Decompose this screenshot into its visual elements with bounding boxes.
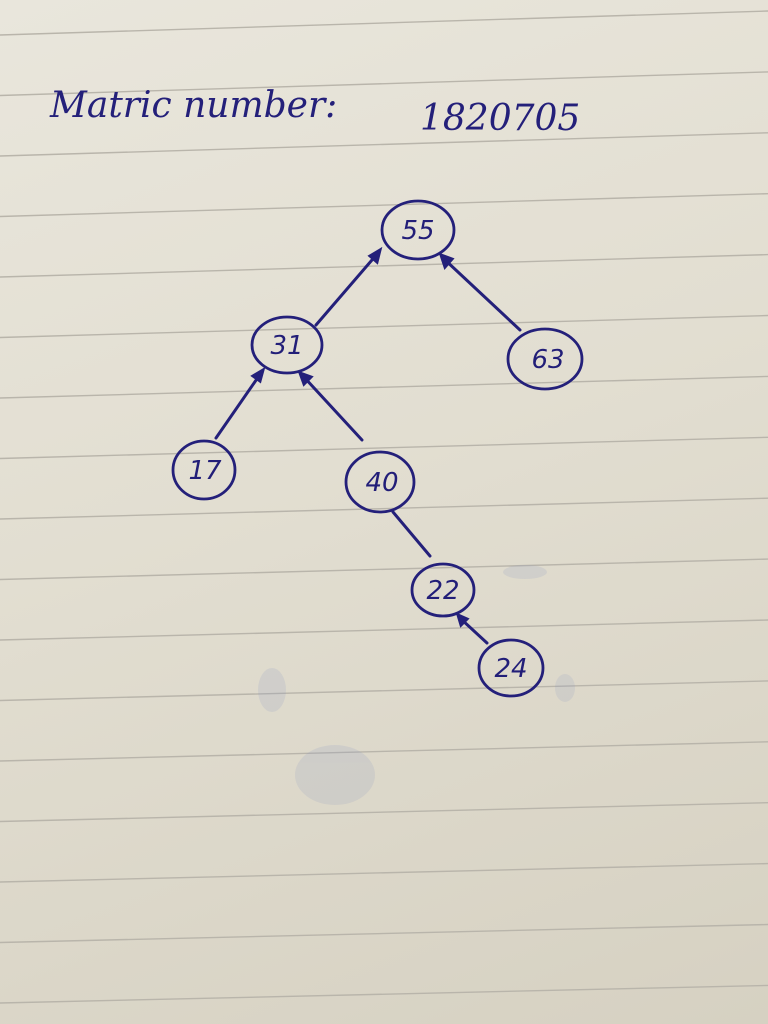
- tree-nodes: 55 31 63 17 40 22: [171, 199, 584, 698]
- edge-31-17: [214, 366, 266, 440]
- smudge-4: [555, 674, 575, 702]
- rule-line: [0, 923, 768, 944]
- node-label-31: 31: [270, 331, 303, 361]
- tree-node-55: 55: [380, 199, 456, 261]
- rule-line: [0, 862, 768, 883]
- tree-node-40: 40: [344, 450, 416, 514]
- tree-node-22: 22: [410, 562, 476, 618]
- ink-smudges: [258, 565, 575, 805]
- tree-edges: [214, 246, 522, 645]
- node-label-17: 17: [188, 456, 222, 486]
- smudge-2: [295, 745, 375, 805]
- edge-40-22: [391, 510, 432, 558]
- node-label-40: 40: [365, 468, 398, 498]
- rule-line: [0, 436, 768, 460]
- tree-node-17: 17: [171, 439, 237, 501]
- node-label-55: 55: [401, 216, 434, 246]
- tree-node-31: 31: [250, 315, 324, 375]
- rule-line: [0, 314, 768, 339]
- matric-number: 1820705: [420, 98, 580, 139]
- matric-label: Matric number:: [49, 85, 337, 126]
- edge-31-40: [297, 370, 364, 442]
- rule-line: [0, 253, 768, 278]
- rule-line: [0, 741, 768, 762]
- edge-22-24: [455, 612, 489, 645]
- rule-line: [0, 619, 768, 641]
- rule-line: [0, 71, 768, 97]
- rule-line: [0, 132, 768, 157]
- smudge-3: [503, 565, 547, 579]
- rule-line: [0, 193, 768, 218]
- rule-line: [0, 802, 768, 823]
- node-label-22: 22: [426, 576, 459, 606]
- rule-line: [0, 375, 768, 399]
- ruled-lines: [0, 10, 768, 1004]
- rule-line: [0, 497, 768, 520]
- rule-line: [0, 984, 768, 1004]
- edge-55-63: [438, 252, 522, 332]
- rule-line: [0, 558, 768, 581]
- edge-55-31: [314, 246, 383, 327]
- tree-node-63: 63: [506, 327, 584, 391]
- rule-line: [0, 10, 768, 36]
- tree-node-24: 24: [477, 638, 545, 698]
- smudge-1: [258, 668, 286, 712]
- node-label-24: 24: [494, 654, 527, 684]
- rule-line: [0, 680, 768, 702]
- node-label-63: 63: [531, 345, 564, 375]
